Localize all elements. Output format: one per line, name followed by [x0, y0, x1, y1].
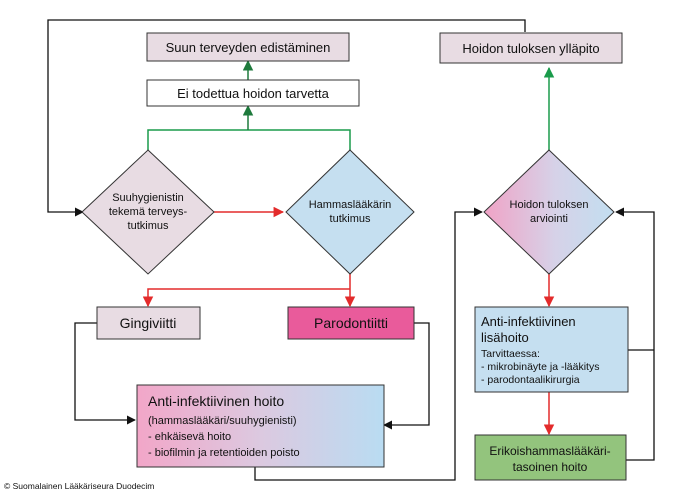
evaluation-diamond: Hoidon tuloksen arviointi [483, 149, 615, 275]
anti-infective-box: Anti-infektiivinen hoito (hammaslääkäri/… [136, 384, 385, 468]
periodontitis-label: Parodontiitti [314, 315, 388, 331]
extra-title-1: Anti-infektiivinen [481, 314, 576, 329]
evaluation-line-1: Hoidon tuloksen [510, 199, 589, 211]
periodontitis-to-anti-arrow [383, 322, 430, 430]
hygienist-line-3: tutkimus [128, 220, 169, 232]
extra-therapy-box: Anti-infektiivinen lisähoito Tarvittaess… [474, 306, 629, 393]
anti-to-evaluation-arrow [254, 207, 483, 481]
extra-line-1: Tarvittaessa: [481, 348, 540, 360]
extra-title-2: lisähoito [481, 330, 529, 345]
green-connectors [147, 59, 555, 150]
anti-line-1: (hammaslääkäri/suuhygienisti) [148, 415, 297, 427]
specialist-line-2: tasoinen hoito [513, 460, 588, 474]
promote-box: Suun terveyden edistäminen [146, 32, 350, 62]
anti-title: Anti-infektiivinen hoito [148, 393, 284, 409]
specialist-box: Erikoishammaslääkäri- tasoinen hoito [474, 434, 627, 481]
gingivitis-box: Gingiviitti [96, 306, 201, 340]
evaluation-line-2: arviointi [530, 213, 568, 225]
gingivitis-label: Gingiviitti [120, 315, 177, 331]
red-connectors [142, 206, 555, 436]
no-need-label: Ei todettua hoidon tarvetta [177, 86, 330, 101]
specialist-to-evaluation-arrow [615, 207, 655, 461]
periodontitis-box: Parodontiitti [287, 306, 415, 340]
no-need-box: Ei todettua hoidon tarvetta [146, 79, 360, 107]
hygienist-line-1: Suuhygienistin [112, 192, 184, 204]
maintain-label: Hoidon tuloksen ylläpito [462, 41, 599, 56]
split-to-gingivitis-arrow [142, 288, 350, 308]
anti-line-3: - biofilmin ja retentioiden poisto [148, 447, 300, 459]
dentist-diamond: Hammaslääkärin tutkimus [285, 149, 415, 275]
promote-label: Suun terveyden edistäminen [166, 40, 331, 55]
specialist-line-1: Erikoishammaslääkäri- [489, 444, 610, 458]
extra-line-3: - parodontaalikirurgia [481, 374, 580, 386]
black-connectors [47, 19, 655, 481]
loop-arrow-top [47, 19, 526, 217]
diamonds-to-noneed-line [147, 129, 351, 150]
hygienist-diamond: Suuhygienistin tekemä terveys- tutkimus [81, 149, 215, 275]
dentist-line-1: Hammaslääkärin [309, 199, 392, 211]
hygienist-line-2: tekemä terveys- [109, 206, 188, 218]
anti-line-2: - ehkäisevä hoito [148, 431, 231, 443]
dentist-line-2: tutkimus [330, 213, 371, 225]
extra-line-2: - mikrobinäyte ja -lääkitys [481, 361, 599, 373]
gingivitis-to-anti-arrow [74, 322, 136, 425]
copyright-text: © Suomalainen Lääkäriseura Duodecim [4, 481, 154, 491]
maintain-box: Hoidon tuloksen ylläpito [439, 32, 623, 64]
